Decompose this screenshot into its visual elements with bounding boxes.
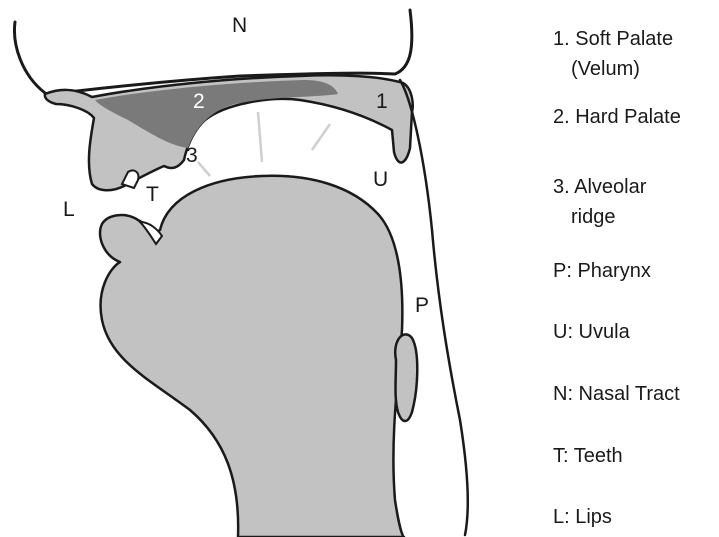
legend-text: 3. Alveolar (553, 176, 646, 198)
legend-text: 1. Soft Palate (553, 28, 673, 50)
label-nasal: N (232, 14, 247, 37)
legend-item-soft-palate: 1. Soft Palate (Velum) (553, 24, 673, 84)
oral-cavity-guide-lines (198, 112, 330, 176)
legend-text: L: Lips (553, 506, 612, 528)
label-hard-palate-num: 2 (193, 90, 205, 113)
label-soft-palate-num: 1 (376, 90, 388, 113)
legend: 1. Soft Palate (Velum) 2. Hard Palate 3.… (553, 0, 719, 537)
legend-item-pharynx: P: Pharynx (553, 256, 651, 286)
legend-item-teeth: T: Teeth (553, 441, 623, 471)
label-alveolar-num: 3 (186, 144, 198, 167)
legend-text: 2. Hard Palate (553, 106, 681, 128)
legend-item-hard-palate: 2. Hard Palate (553, 102, 681, 132)
vocal-tract-diagram: N 2 1 3 U T L P (0, 0, 540, 537)
legend-item-nasal: N: Nasal Tract (553, 379, 680, 409)
legend-item-lips: L: Lips (553, 502, 612, 532)
legend-text: T: Teeth (553, 445, 623, 467)
label-uvula: U (373, 168, 388, 191)
legend-text-cont: ridge (553, 202, 646, 232)
legend-item-uvula: U: Uvula (553, 317, 630, 347)
legend-text: U: Uvula (553, 321, 630, 343)
legend-item-alveolar: 3. Alveolar ridge (553, 172, 646, 232)
legend-text: N: Nasal Tract (553, 383, 680, 405)
label-lips: L (63, 198, 75, 221)
legend-text: P: Pharynx (553, 260, 651, 282)
epiglottis-shape (395, 334, 417, 421)
label-teeth: T (146, 183, 159, 206)
legend-text-cont: (Velum) (553, 54, 673, 84)
label-pharynx: P (415, 294, 429, 317)
